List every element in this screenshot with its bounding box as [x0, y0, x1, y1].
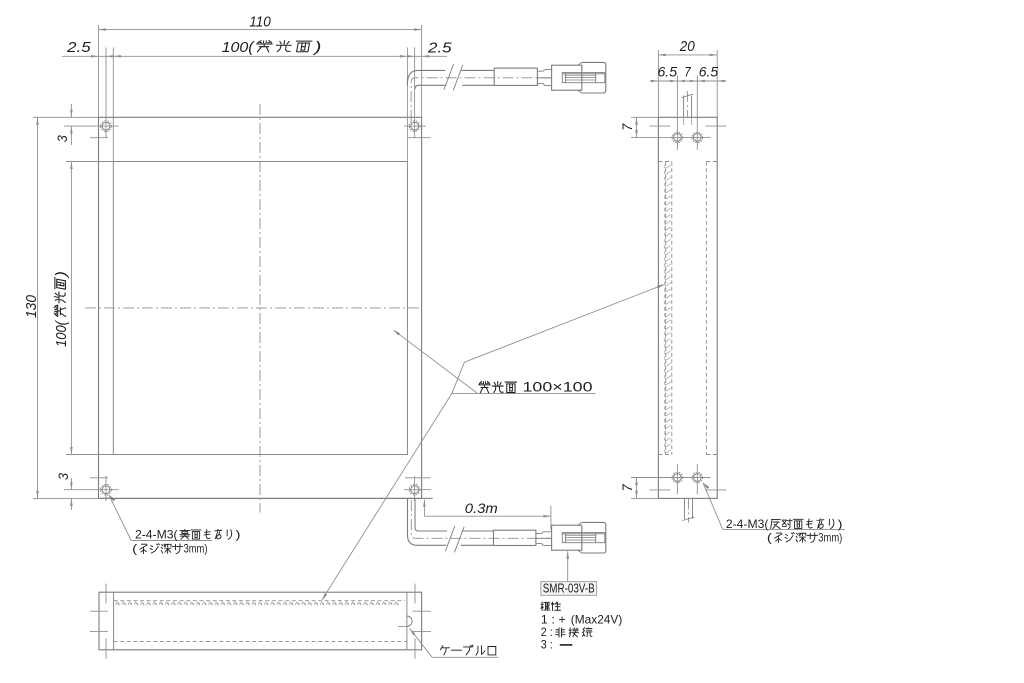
svg-text:1 : +: 1 : +	[541, 613, 566, 627]
svg-text:0.3m: 0.3m	[465, 501, 498, 516]
svg-text:3: 3	[55, 473, 71, 480]
svg-text:2.5: 2.5	[66, 40, 92, 56]
svg-text:2-4-M3(: 2-4-M3(	[135, 528, 178, 542]
svg-text:6.5: 6.5	[658, 63, 678, 79]
svg-text:SMR-03V-B: SMR-03V-B	[543, 582, 595, 596]
svg-text:): )	[312, 40, 322, 56]
svg-text:): )	[838, 517, 843, 531]
svg-text:2-4-M3(: 2-4-M3(	[726, 517, 769, 531]
svg-text:100×100: 100×100	[523, 380, 593, 395]
svg-text:3: 3	[54, 135, 70, 142]
svg-text:3mm): 3mm)	[184, 542, 208, 556]
svg-text:100(: 100(	[54, 319, 70, 347]
svg-text:7: 7	[619, 123, 635, 131]
svg-text:(Max24V): (Max24V)	[571, 613, 623, 627]
svg-text:(: (	[132, 542, 137, 556]
svg-text:2.5: 2.5	[427, 40, 453, 56]
svg-text:): )	[54, 271, 70, 279]
svg-text:130: 130	[24, 295, 40, 318]
svg-text:7: 7	[619, 483, 635, 491]
svg-text:6.5: 6.5	[699, 63, 719, 79]
svg-text:3mm): 3mm)	[818, 531, 842, 545]
svg-text:2 :: 2 :	[541, 625, 553, 639]
svg-text:100(: 100(	[222, 40, 256, 56]
svg-text:7: 7	[684, 63, 692, 79]
svg-text:110: 110	[249, 14, 271, 30]
svg-text:(: (	[767, 531, 772, 545]
svg-text:20: 20	[679, 39, 695, 55]
svg-text:3 :: 3 :	[541, 638, 553, 652]
svg-text:): )	[236, 528, 241, 542]
